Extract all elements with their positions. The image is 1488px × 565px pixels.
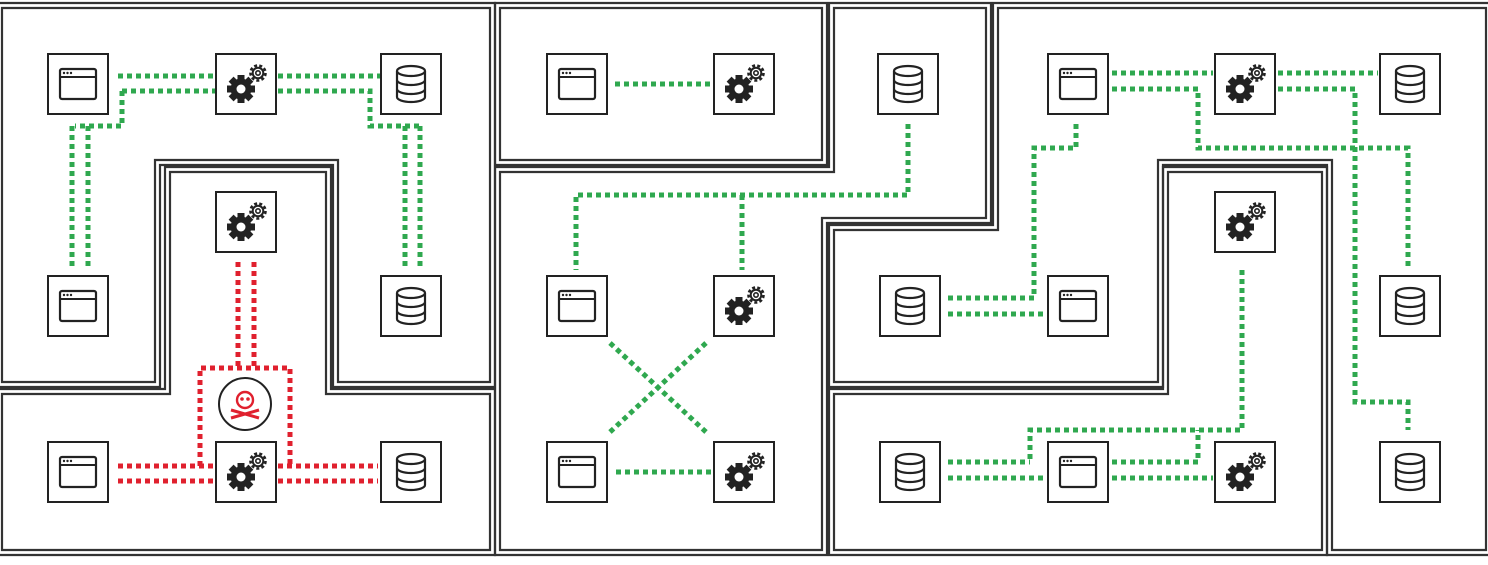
node-db-19	[879, 275, 941, 337]
node-gears-13	[713, 275, 775, 337]
link-rl-window-gears-a	[1112, 430, 1201, 465]
zone-right-upper	[827, 1, 1488, 557]
node-window-24	[1047, 441, 1109, 503]
node-gears-25	[1214, 441, 1276, 503]
node-db-2	[380, 53, 442, 115]
node-window-14	[546, 441, 608, 503]
link-rl-gears-bus	[1027, 270, 1245, 462]
node-db-18	[1379, 53, 1441, 115]
zone-right-lower	[827, 165, 1329, 557]
node-db-8	[380, 441, 442, 503]
zone-compromised	[0, 165, 497, 557]
link-tl-gears-db-b	[278, 88, 422, 129]
nodes	[47, 53, 1441, 503]
node-window-0	[47, 53, 109, 115]
link-comp-box	[197, 365, 293, 466]
node-window-9	[546, 53, 608, 115]
node-window-3	[47, 275, 109, 337]
zone-middle	[493, 1, 993, 557]
link-ru-gears-far	[1278, 86, 1411, 430]
node-window-12	[546, 275, 608, 337]
node-window-16	[1047, 53, 1109, 115]
link-mid-cross-b	[608, 341, 708, 434]
node-gears-10	[713, 53, 775, 115]
node-db-4	[380, 275, 442, 337]
skull-crossbones-icon	[218, 377, 272, 431]
node-db-23	[879, 441, 941, 503]
node-db-21	[1379, 275, 1441, 337]
node-window-20	[1047, 275, 1109, 337]
node-gears-1	[215, 53, 277, 115]
node-gears-22	[1214, 191, 1276, 253]
node-gears-17	[1214, 53, 1276, 115]
link-ru-window-gears-b	[1112, 86, 1411, 268]
node-window-6	[47, 441, 109, 503]
link-tl-window-gears-b	[75, 91, 125, 129]
node-gears-5	[215, 191, 277, 253]
node-gears-7	[215, 441, 277, 503]
node-db-26	[1379, 441, 1441, 503]
connection-links	[69, 70, 1411, 484]
node-db-11	[877, 53, 939, 115]
node-gears-15	[713, 441, 775, 503]
link-ru-window-down	[1031, 124, 1079, 298]
zone-top-middle	[493, 1, 829, 167]
